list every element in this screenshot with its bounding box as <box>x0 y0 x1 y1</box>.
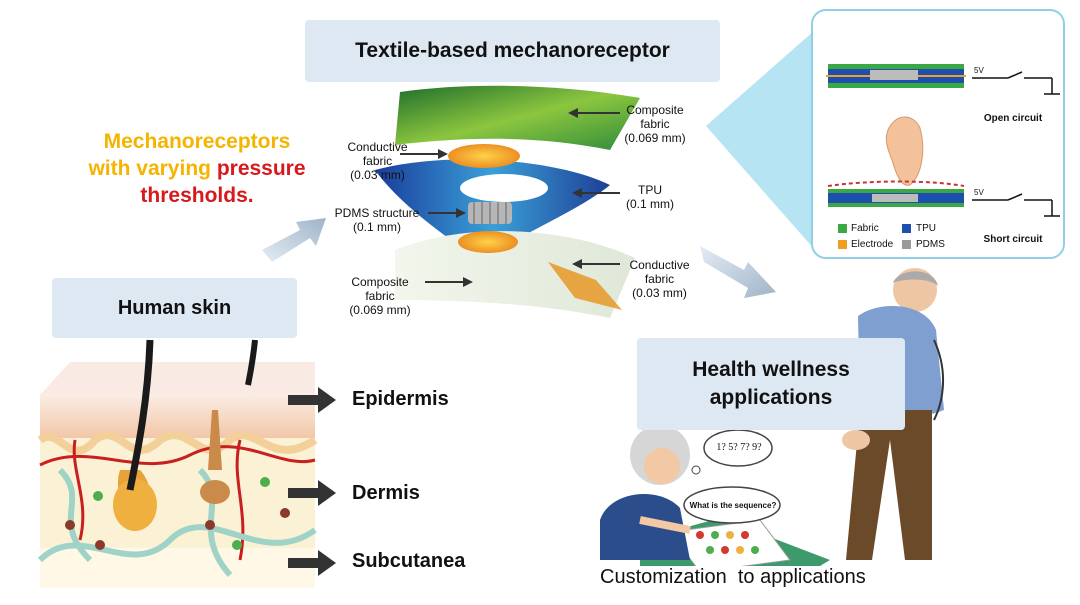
human-skin-box: Human skin <box>52 278 297 338</box>
health-title-line-1: Health wellness <box>692 358 850 381</box>
label-thickness: (0.03 mm) <box>632 286 687 300</box>
open-circuit-schematic <box>972 71 1060 95</box>
top-composite-layer <box>395 85 640 150</box>
layer-subcutanea: Subcutanea <box>352 550 466 572</box>
label-pdms: PDMS structure (0.1 mm) <box>322 206 432 234</box>
legend-swatches <box>838 224 911 249</box>
label-thickness: (0.069 mm) <box>624 131 686 145</box>
label-thickness: (0.1 mm) <box>353 220 401 234</box>
elderly-woman-illustration <box>600 425 830 578</box>
pdms-structure <box>468 202 512 224</box>
bottom-electrode-strip <box>548 262 622 310</box>
voltage-label-short: 5V <box>974 188 984 197</box>
top-conductive-layer <box>448 144 520 168</box>
label-text: fabric <box>362 154 393 168</box>
skin-cross-section <box>37 339 318 588</box>
label-text: Conductive <box>347 140 408 154</box>
label-text: Conductive <box>629 258 690 272</box>
flow-arrow-right <box>700 246 776 298</box>
title-box: Textile-based mechanoreceptor <box>305 20 720 82</box>
label-top-composite: Composite fabric (0.069 mm) <box>610 103 700 145</box>
label-top-conductive: Conductive fabric (0.03 mm) <box>330 140 425 182</box>
layer-dermis: Dermis <box>352 482 420 504</box>
label-tpu: TPU (0.1 mm) <box>612 183 688 211</box>
headline-line-1: Mechanoreceptors <box>103 130 291 153</box>
legend-tpu: TPU <box>916 223 936 234</box>
voltage-label-open: 5V <box>974 66 984 75</box>
legend-pdms: PDMS <box>916 239 945 250</box>
label-text: Composite <box>626 103 684 117</box>
label-pointers <box>400 108 620 287</box>
short-circuit-schematic <box>972 193 1060 217</box>
human-skin-title: Human skin <box>117 297 232 319</box>
finger-icon <box>885 116 924 186</box>
thought-bubble-text: 1? 5? 7? 9? <box>716 442 762 453</box>
thought-bubble-dot <box>691 465 701 475</box>
layer-epidermis: Epidermis <box>352 388 449 410</box>
legend-electrode: Electrode <box>851 239 894 250</box>
legend-fabric: Fabric <box>851 223 879 234</box>
headline-line-3: thresholds. <box>140 184 254 207</box>
layer-stack <box>375 85 640 318</box>
label-text: fabric <box>640 117 670 131</box>
speech-bubble <box>683 486 781 524</box>
thought-bubble <box>703 429 773 467</box>
headline-yellow-part: with varying <box>88 157 217 180</box>
open-circuit-device <box>826 64 966 88</box>
headline-red-part: pressure <box>216 157 306 180</box>
label-thickness: (0.1 mm) <box>626 197 674 211</box>
label-bottom-conductive: Conductive fabric (0.03 mm) <box>612 258 707 300</box>
short-circuit-label: Short circuit <box>983 234 1043 245</box>
tpu-hole <box>460 174 548 202</box>
health-box: Health wellness applications <box>637 338 905 430</box>
health-title-line-2: applications <box>709 386 833 409</box>
page-title: Textile-based mechanoreceptor <box>355 39 670 62</box>
flow-arrow-left <box>262 218 326 262</box>
headline-line-2: with varying pressure <box>62 155 332 182</box>
label-thickness: (0.03 mm) <box>350 168 405 182</box>
zoom-callout <box>706 30 815 250</box>
label-text: fabric <box>365 289 395 303</box>
skin-layer-arrows <box>288 387 336 576</box>
label-text: PDMS structure <box>334 206 420 220</box>
label-text: TPU <box>638 183 662 197</box>
label-bottom-composite: Composite fabric (0.069 mm) <box>335 275 425 317</box>
circuit-panel <box>811 9 1065 259</box>
label-text: Composite <box>351 275 409 289</box>
bottom-conductive-layer <box>458 231 518 253</box>
headline: Mechanoreceptors with varying pressure t… <box>62 128 332 209</box>
short-circuit-device <box>827 180 965 207</box>
speech-bubble-text: What is the sequence? <box>689 501 777 510</box>
label-thickness: (0.069 mm) <box>349 303 411 317</box>
open-circuit-label: Open circuit <box>983 113 1043 124</box>
label-text: fabric <box>644 272 675 286</box>
applications-caption: Customization to applications <box>600 566 866 589</box>
